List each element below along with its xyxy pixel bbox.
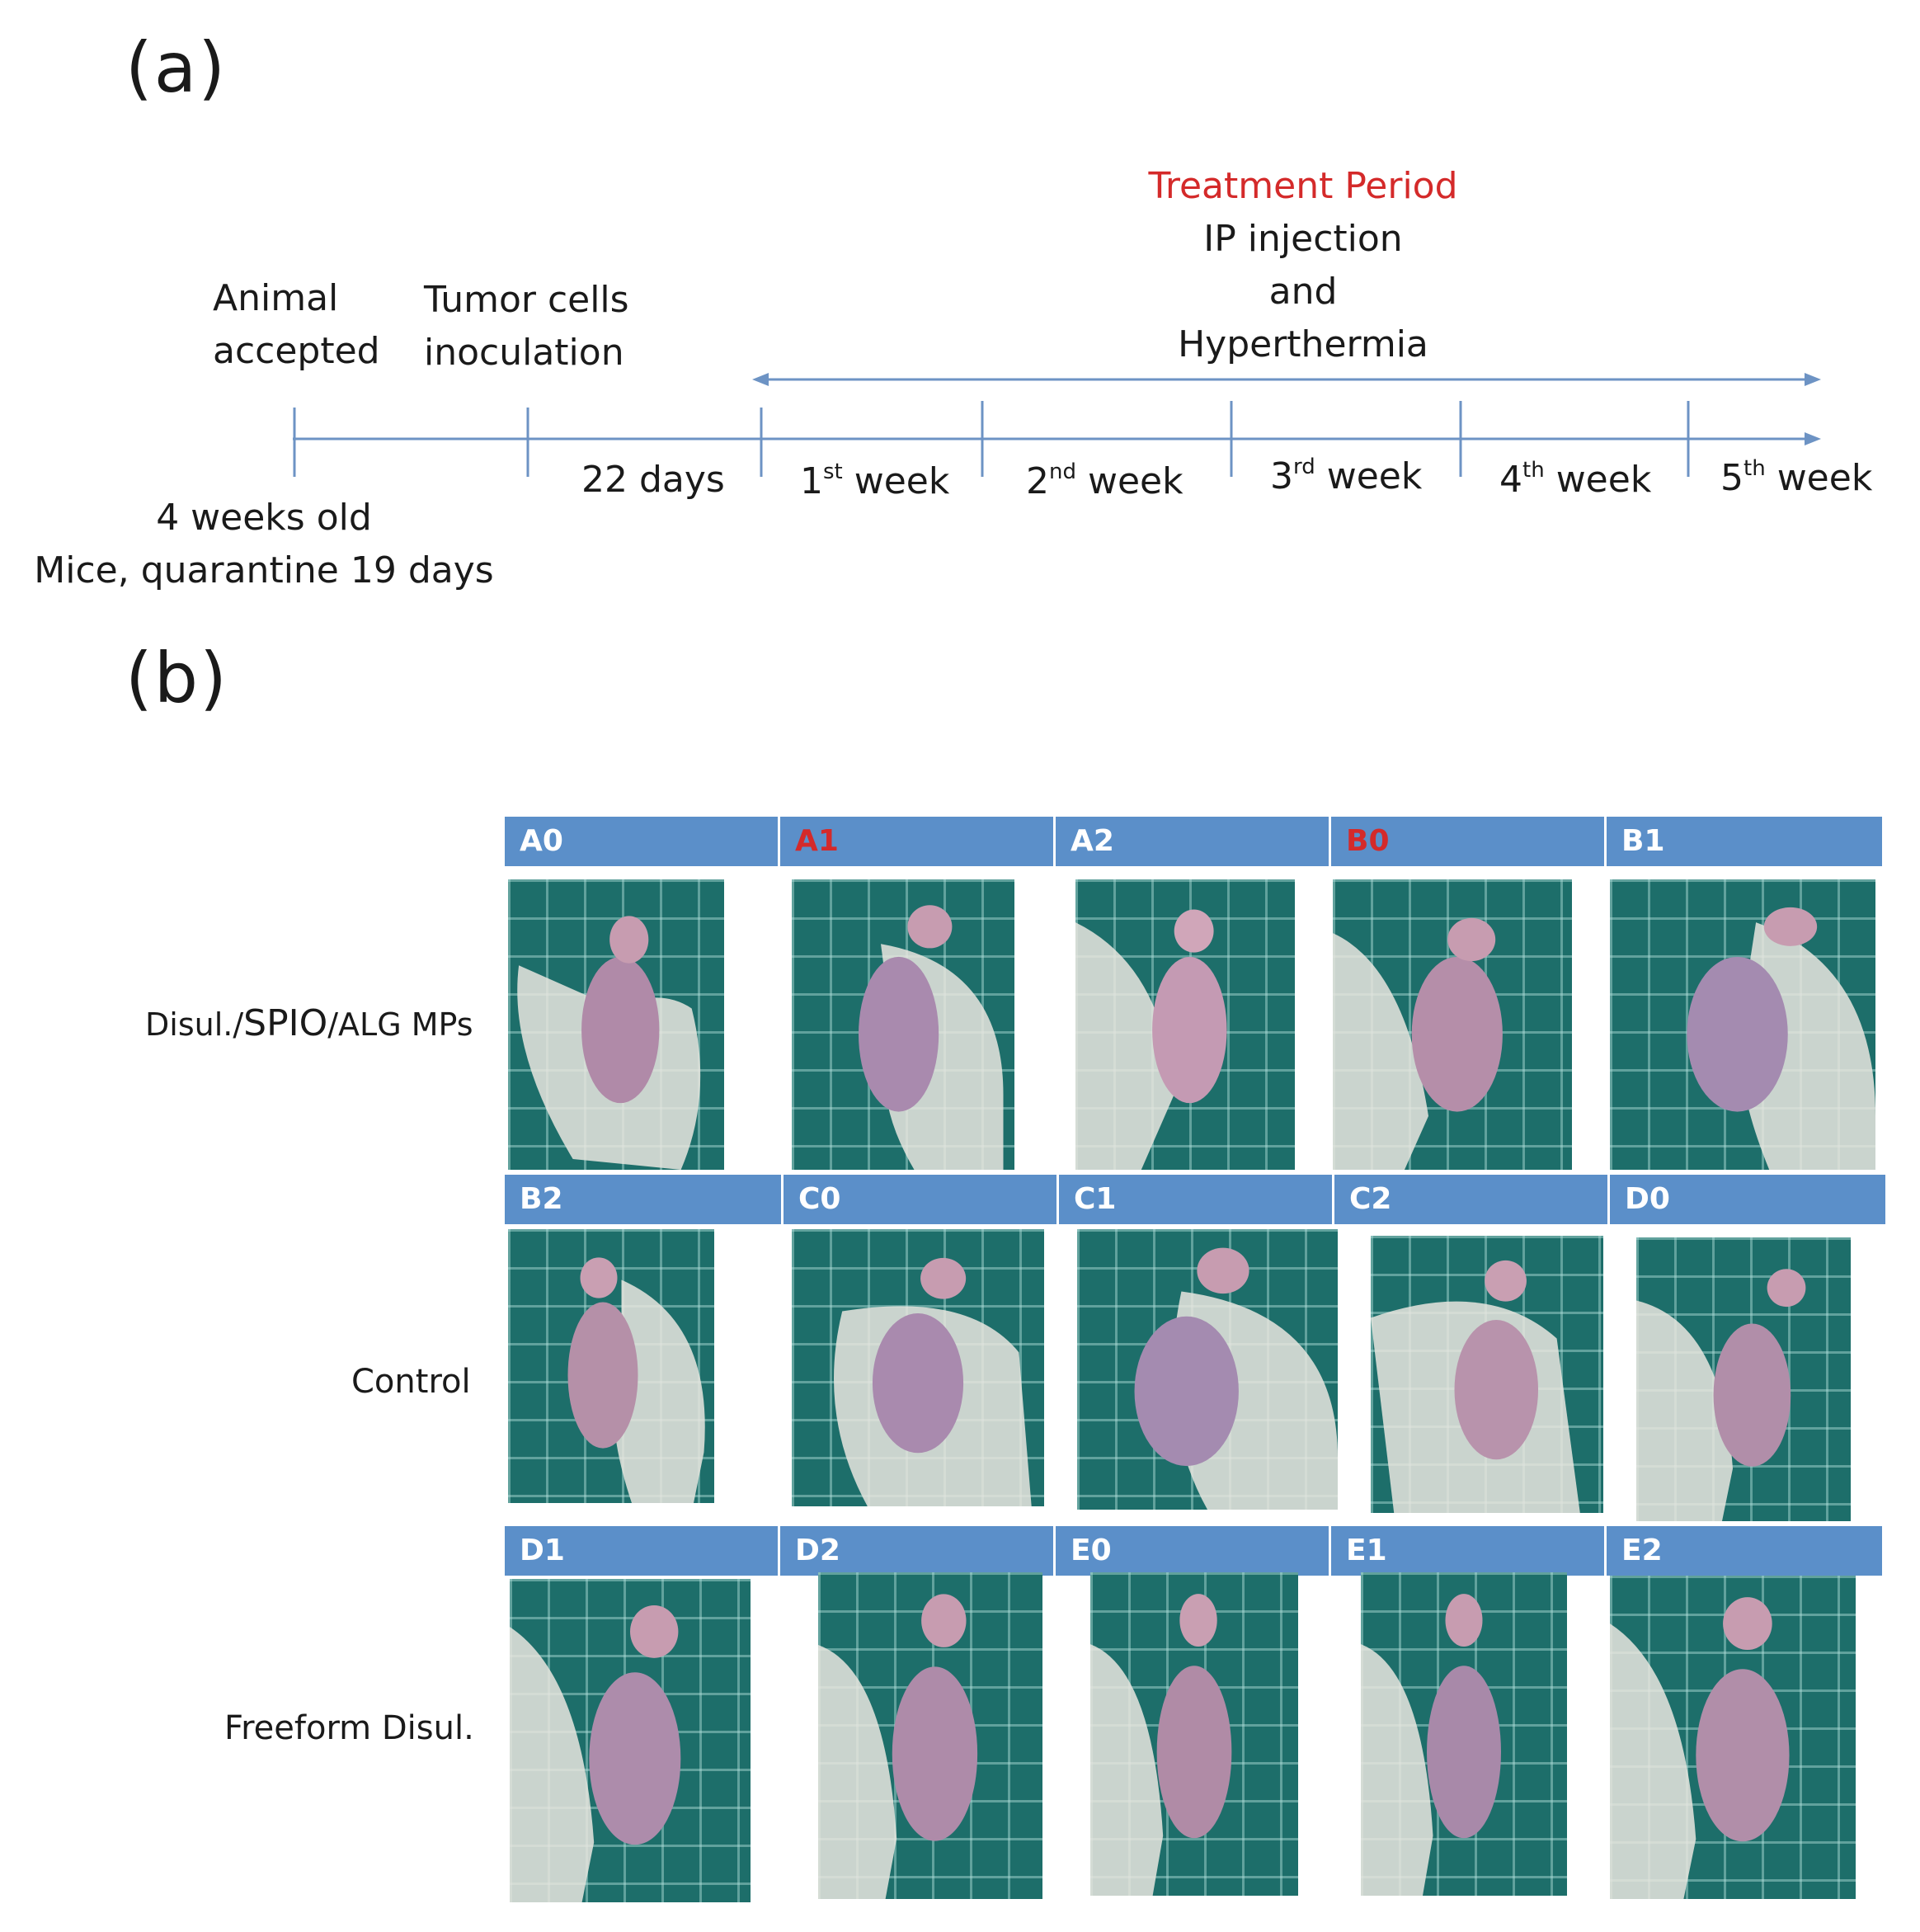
header-D0: D0 (1610, 1175, 1885, 1224)
week-4-label: 4th week (1499, 458, 1652, 501)
photo-E0 (1090, 1572, 1298, 1896)
header-D2: D2 (780, 1526, 1056, 1576)
timeline-axis (293, 401, 1821, 477)
header-E1: E1 (1331, 1526, 1607, 1576)
header-D1: D1 (505, 1526, 780, 1576)
animal-accepted-line1: Animal (213, 277, 339, 319)
panel-label-a: (a) (125, 27, 228, 108)
photo-D0 (1636, 1237, 1851, 1521)
group-label-disul-spio-alg: Disul./SPIO/ALG MPs (145, 1002, 473, 1044)
treatment-line-and: and (1268, 271, 1338, 313)
group-label-control: Control (351, 1363, 471, 1401)
header-C0: C0 (784, 1175, 1059, 1224)
header-B2: B2 (505, 1175, 784, 1224)
mice-age-line1: 4 weeks old (156, 497, 372, 539)
photo-E1 (1361, 1572, 1567, 1896)
header-B1: B1 (1607, 817, 1882, 866)
photo-E2 (1610, 1576, 1856, 1899)
treatment-period-title: Treatment Period (1148, 165, 1458, 207)
header-A2: A2 (1056, 817, 1331, 866)
photo-C0 (792, 1229, 1044, 1506)
treatment-period-arrow (752, 373, 1821, 386)
header-A0: A0 (505, 817, 780, 866)
photo-B0 (1333, 879, 1572, 1170)
header-E0: E0 (1056, 1526, 1331, 1576)
week-1-label: 1st week (800, 459, 950, 502)
tumor-inoculation-line2: inoculation (424, 332, 624, 374)
treatment-line-hyperthermia: Hyperthermia (1178, 323, 1428, 365)
photo-C2 (1371, 1236, 1603, 1513)
photo-D2 (818, 1572, 1042, 1899)
week-3-label: 3rd week (1270, 455, 1423, 497)
tumor-inoculation-line1: Tumor cells (424, 279, 629, 321)
group-label-freeform-disul: Freeform Disul. (224, 1709, 474, 1747)
photo-D1 (510, 1579, 751, 1902)
animal-accepted-line2: accepted (213, 330, 380, 372)
photo-C1 (1077, 1229, 1338, 1510)
photo-A2 (1075, 879, 1295, 1170)
header-C2: C2 (1334, 1175, 1610, 1224)
header-E2: E2 (1607, 1526, 1882, 1576)
header-A1: A1 (780, 817, 1056, 866)
week-2-label: 2nd week (1026, 459, 1184, 502)
photo-A0 (508, 879, 724, 1170)
header-C1: C1 (1059, 1175, 1334, 1224)
photo-B2 (508, 1229, 714, 1503)
treatment-line-ip: IP injection (1203, 218, 1403, 260)
week-5-label: 5th week (1720, 456, 1873, 499)
mice-age-line2: Mice, quarantine 19 days (34, 549, 494, 591)
photo-B1 (1610, 879, 1875, 1170)
header-B0: B0 (1331, 817, 1607, 866)
days-22-label: 22 days (581, 459, 725, 501)
photo-A1 (792, 879, 1014, 1170)
panel-label-b: (b) (125, 638, 228, 719)
